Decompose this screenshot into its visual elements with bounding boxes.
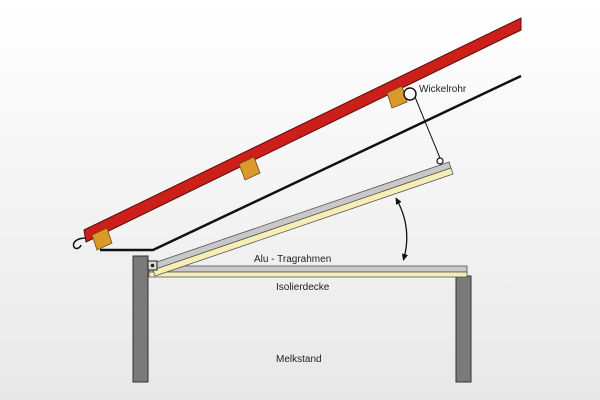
batten-block-1 xyxy=(91,227,113,251)
batten-block-2 xyxy=(238,156,261,181)
hinge-pin-icon xyxy=(150,263,155,268)
horizontal-insulation xyxy=(148,271,468,278)
horizontal-alu-frame xyxy=(148,265,468,273)
winding-tube-icon xyxy=(403,87,417,101)
winding-cable xyxy=(414,96,441,159)
cable-eyelet-icon xyxy=(436,157,444,165)
movement-arrow-icon xyxy=(395,197,409,262)
tilted-insulation xyxy=(152,167,454,277)
label-isolierdecke: Isolierdecke xyxy=(276,282,330,293)
roof-rafter-line xyxy=(100,74,522,252)
label-alu-tragrahmen: Alu - Tragrahmen xyxy=(254,254,331,265)
left-wall xyxy=(132,255,149,383)
right-wall xyxy=(455,275,472,383)
gutter-icon xyxy=(72,237,87,250)
batten-block-3 xyxy=(386,85,408,109)
label-wickelrohr: Wickelrohr xyxy=(419,84,467,95)
label-melkstand: Melkstand xyxy=(276,354,322,365)
